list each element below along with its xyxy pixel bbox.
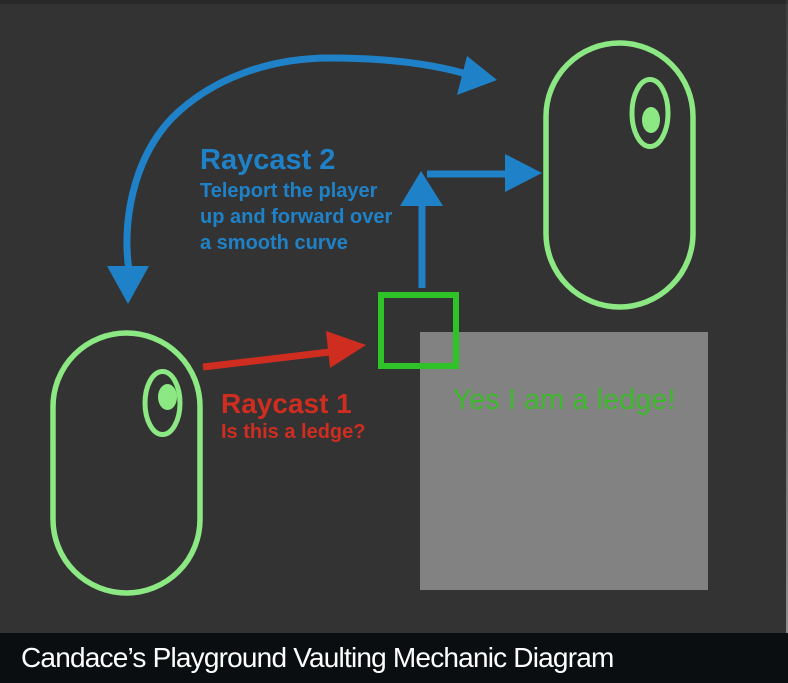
vault-curve xyxy=(123,54,464,271)
raycast1-arrowhead xyxy=(326,331,366,368)
player-start-body xyxy=(50,330,203,596)
ledge-surface xyxy=(420,332,708,590)
top-edge-shade xyxy=(0,0,788,4)
diagram-title: Candace’s Playground Vaulting Mechanic D… xyxy=(21,642,614,673)
vault-curve-down-arrowhead xyxy=(107,266,149,304)
player-start-pupil xyxy=(158,384,177,410)
raycast2-description-line: Teleport the player xyxy=(200,180,378,202)
player-end xyxy=(543,40,696,310)
teleport-up-arrow xyxy=(400,171,443,288)
ledge-label: Yes I am a ledge! xyxy=(452,384,676,416)
teleport-forward-arrowhead xyxy=(505,154,542,192)
raycast1-arrow xyxy=(202,331,366,371)
diagram-canvas xyxy=(50,40,708,596)
raycast1-question: Is this a ledge? xyxy=(221,421,366,443)
teleport-forward-arrow xyxy=(427,154,542,192)
right-edge-line xyxy=(786,0,788,633)
player-end-body xyxy=(543,40,696,310)
raycast2-title: Raycast 2 xyxy=(200,144,336,176)
player-end-pupil xyxy=(642,107,660,133)
raycast1-title: Raycast 1 xyxy=(221,388,352,419)
player-end-eye xyxy=(629,77,671,149)
player-start-eye xyxy=(142,369,183,437)
footer-bar: Candace’s Playground Vaulting Mechanic D… xyxy=(0,633,788,683)
raycast2-label: Raycast 2 Teleport the player up and for… xyxy=(200,144,392,256)
vault-curve-right-arrowhead xyxy=(457,56,497,95)
player-start xyxy=(50,330,203,596)
vault-curve-arrow xyxy=(107,54,497,304)
ledge-check-square xyxy=(378,292,459,369)
raycast1-label: Raycast 1 Is this a ledge? xyxy=(221,389,365,444)
raycast2-description-line: up and forward over xyxy=(200,206,393,228)
teleport-up-arrowhead xyxy=(400,171,443,206)
raycast2-description-line: a smooth curve xyxy=(200,232,348,254)
